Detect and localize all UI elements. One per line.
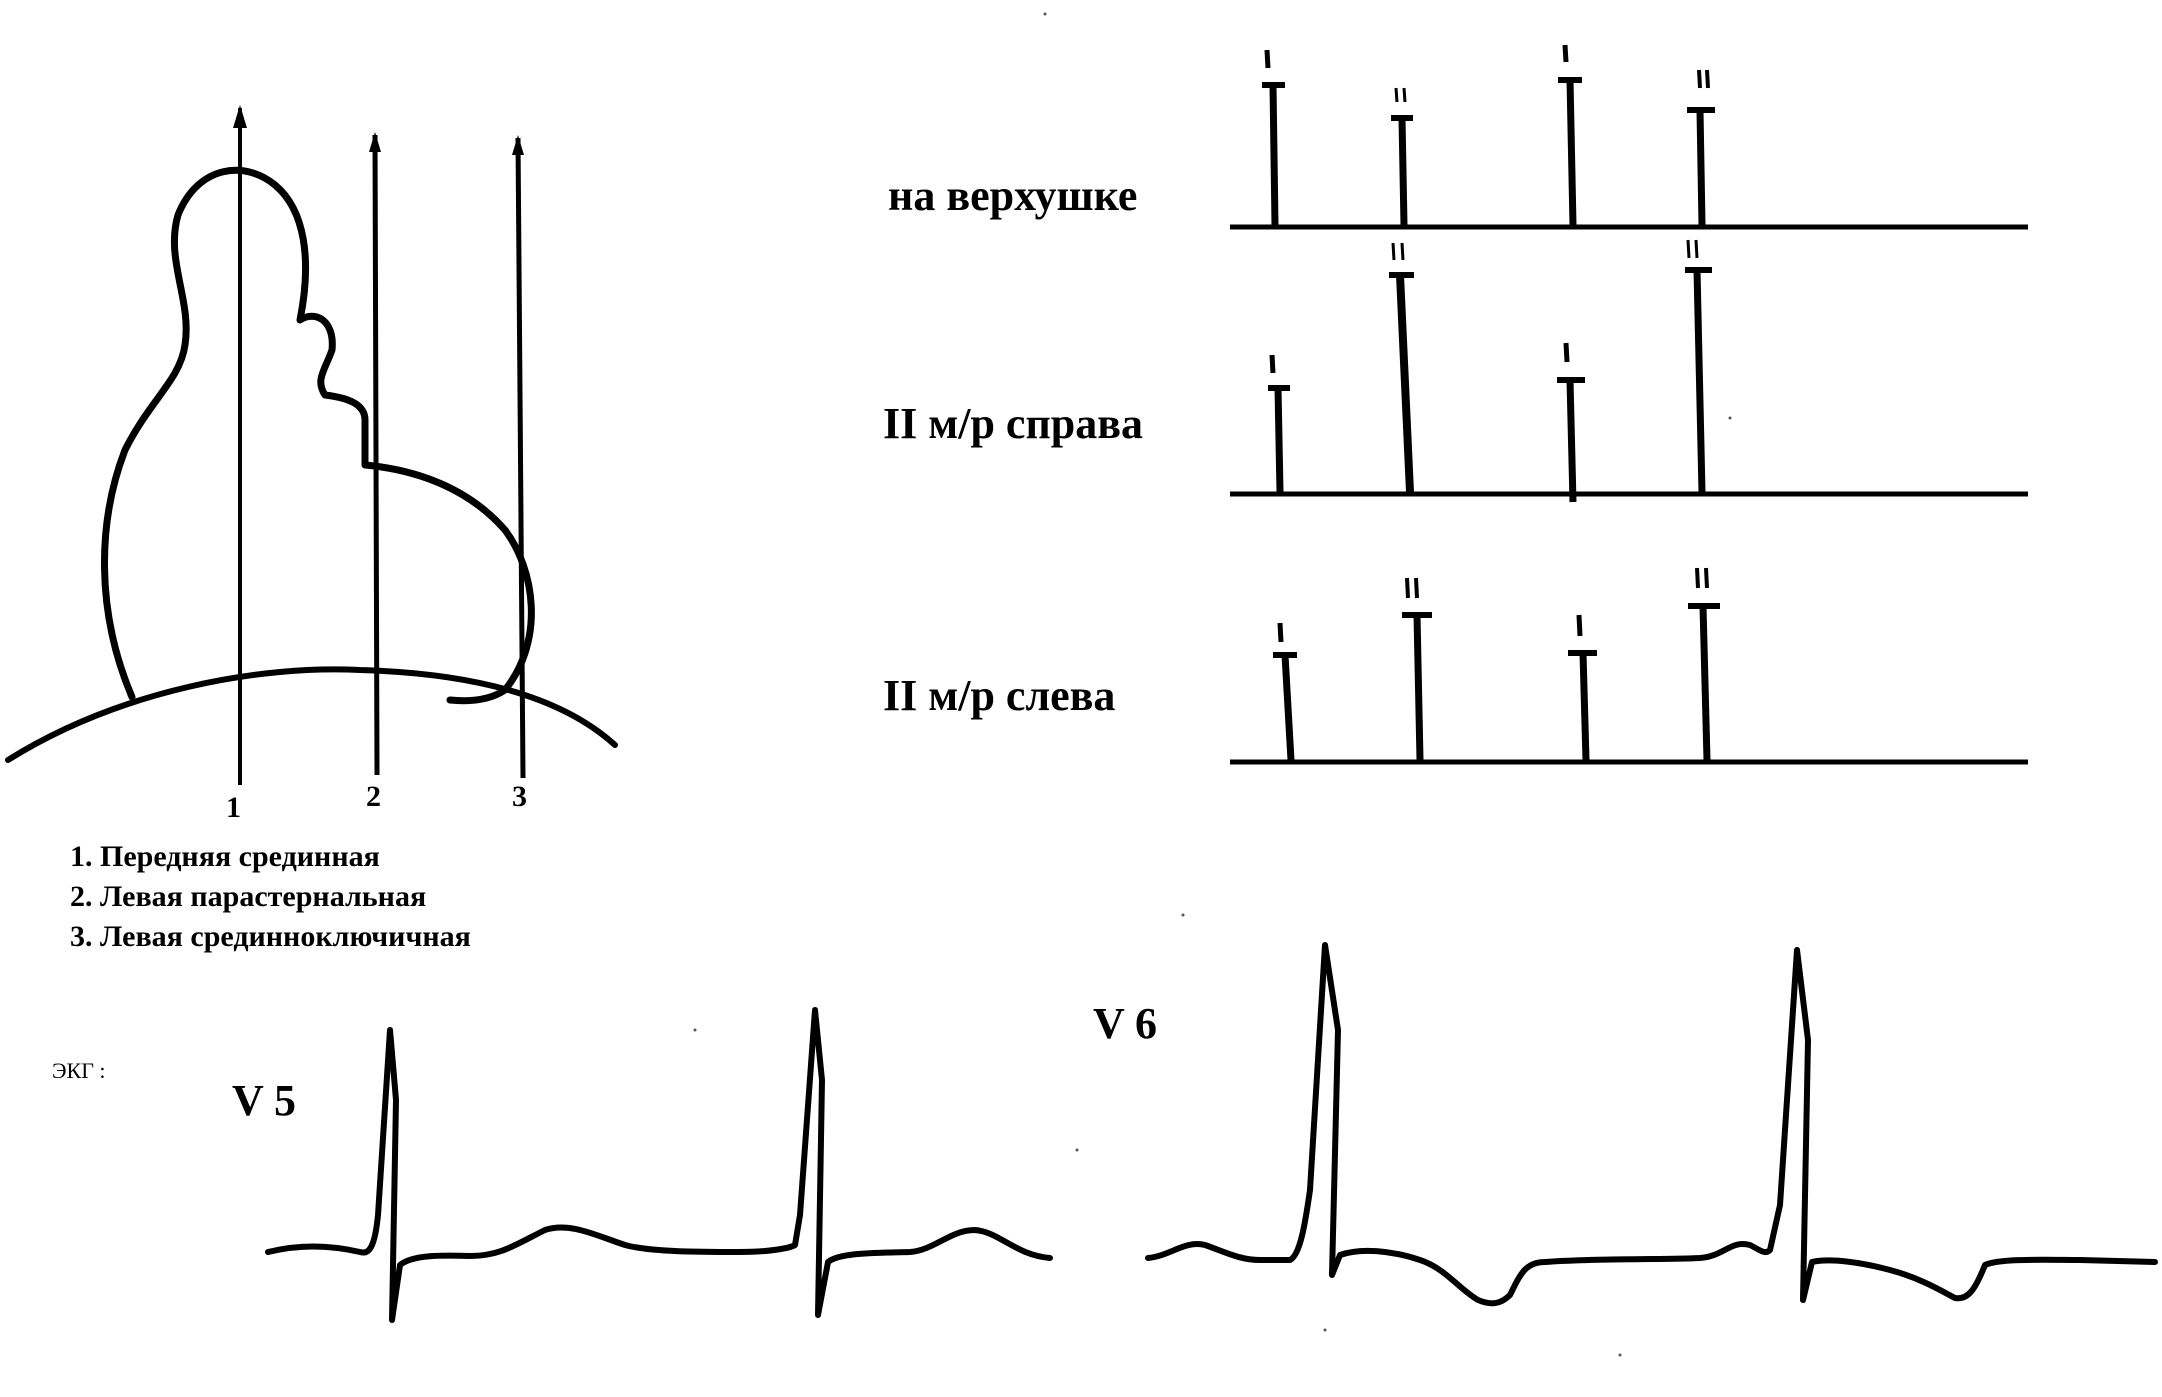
legend-item-3: 3. Левая срединноключичная bbox=[70, 920, 471, 953]
ecg-trace-v5 bbox=[265, 1007, 1053, 1323]
spikes-right-2nd-ics bbox=[1268, 239, 1712, 503]
line-label-3: 3 bbox=[512, 780, 527, 813]
sound-spike-ii bbox=[1699, 605, 1711, 761]
line-legend: 1. Передняя срединная 2. Левая парастерн… bbox=[70, 840, 471, 953]
lead-label-v5: V 5 bbox=[232, 1076, 296, 1125]
line-left-parasternal bbox=[372, 134, 380, 776]
sound-spike-i bbox=[1579, 652, 1590, 761]
ecg-trace-v6 bbox=[1145, 942, 2158, 1307]
heart-diagram: 1 2 3 1. Передняя срединная 2. Левая пар… bbox=[5, 105, 618, 953]
arrow-head-icon bbox=[233, 105, 247, 128]
line-left-midclavicular bbox=[515, 137, 526, 779]
sound-spike-i bbox=[1566, 79, 1577, 226]
arrow-head-icon bbox=[369, 132, 381, 152]
projection-lines bbox=[233, 105, 526, 785]
ecg-title: ЭКГ : bbox=[52, 1058, 106, 1083]
sound-spike-ii bbox=[1696, 109, 1706, 226]
sound-spike-ii bbox=[1396, 274, 1414, 493]
arrow-head-icon bbox=[512, 135, 524, 155]
scan-specks bbox=[693, 12, 1732, 1357]
lead-label-v6: V 6 bbox=[1093, 999, 1157, 1048]
heart-outline bbox=[100, 166, 535, 705]
row-label-apex: на верхушке bbox=[888, 171, 1137, 220]
sound-spike-ii bbox=[1693, 269, 1706, 493]
legend-item-1: 1. Передняя срединная bbox=[70, 840, 380, 873]
sound-spike-i bbox=[1281, 654, 1295, 761]
row-label-right-2nd-ics: II м/р справа bbox=[883, 399, 1143, 448]
sound-spike-i bbox=[1269, 84, 1279, 226]
sound-spike-i bbox=[1274, 387, 1284, 493]
line-label-1: 1 bbox=[226, 791, 241, 824]
sound-spike-ii bbox=[1398, 117, 1408, 226]
spikes-apex bbox=[1262, 44, 1715, 226]
phonocardiogram: на верхушке II м/р справа bbox=[883, 44, 2028, 765]
spikes-left-2nd-ics bbox=[1273, 567, 1720, 761]
legend-item-2: 2. Левая парастернальная bbox=[70, 880, 426, 913]
line-label-2: 2 bbox=[366, 780, 381, 813]
row-label-left-2nd-ics: II м/р слева bbox=[883, 671, 1115, 720]
sound-spike-i bbox=[1566, 379, 1577, 503]
sound-spike-ii bbox=[1413, 614, 1424, 761]
diaphragm-arc bbox=[5, 666, 618, 763]
ecg: ЭКГ : V 5 V 6 bbox=[52, 942, 2158, 1323]
